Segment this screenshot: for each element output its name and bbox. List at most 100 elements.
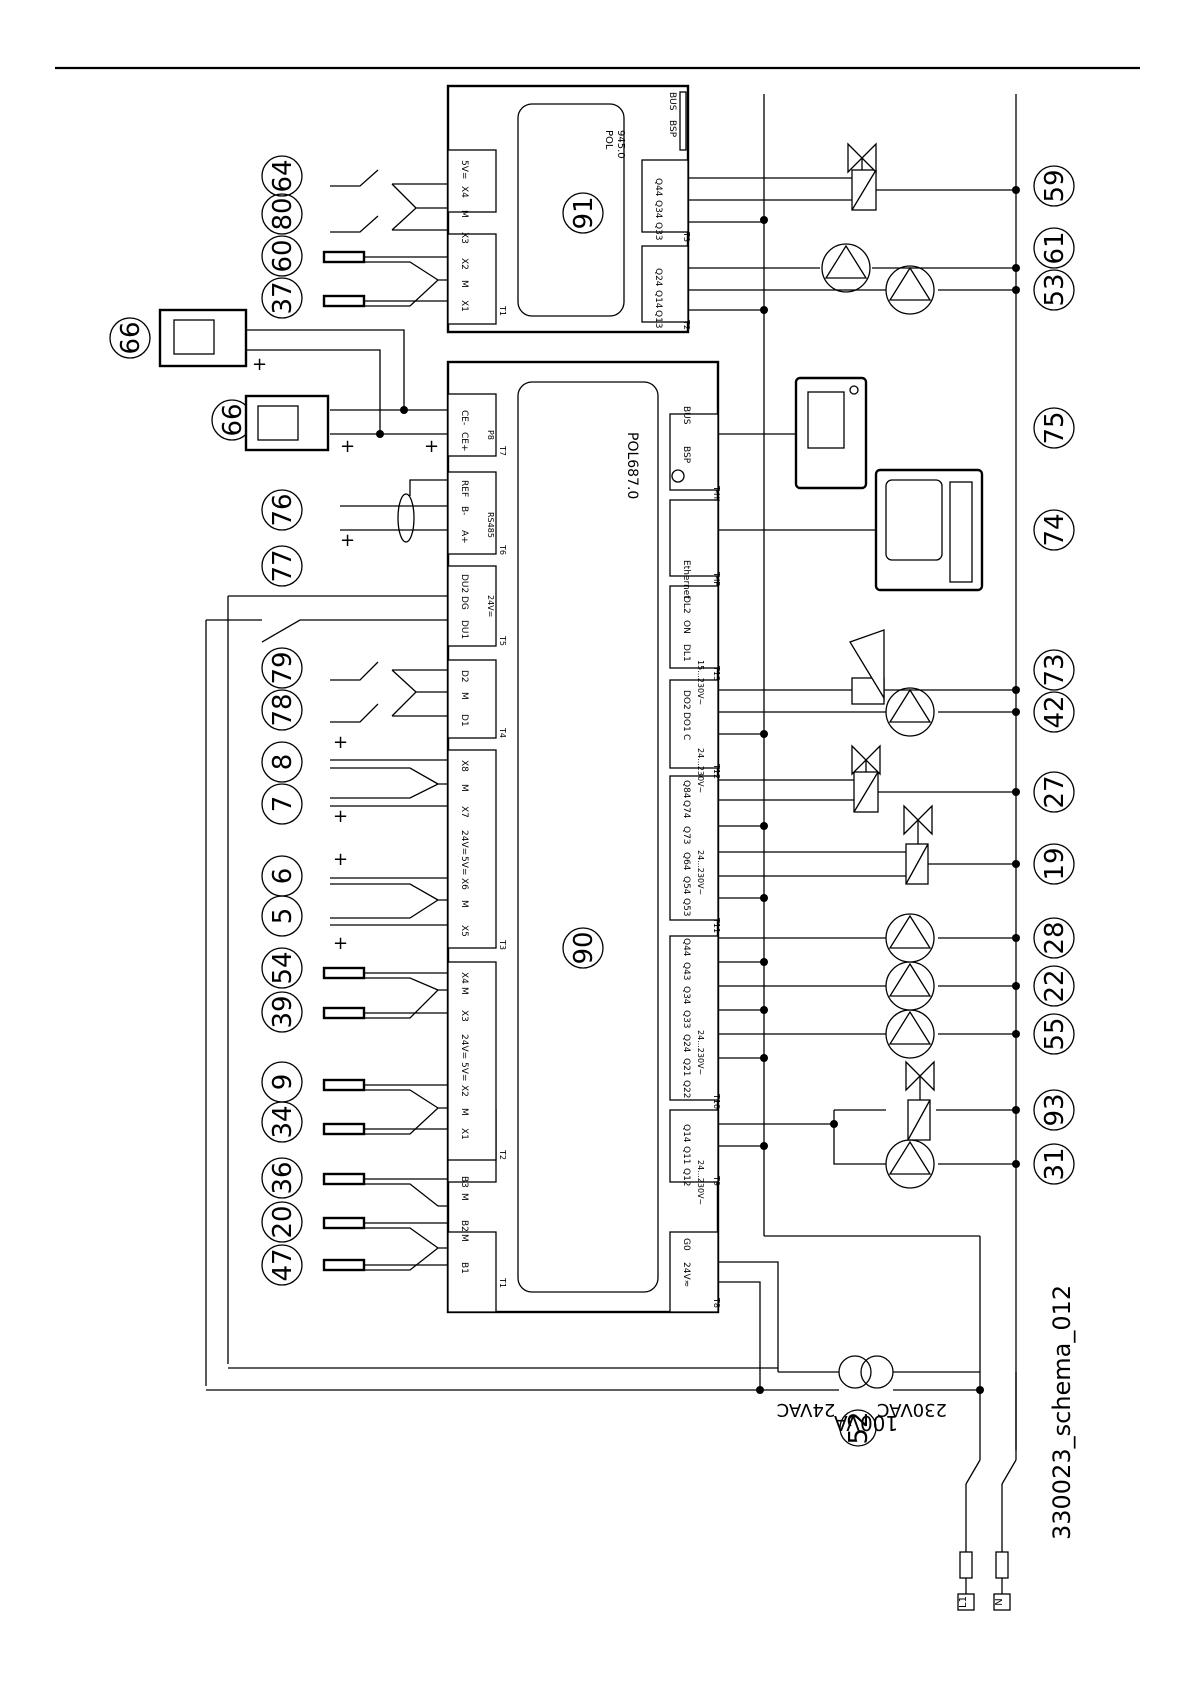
terminals-90-left: T1 B1 M B2 M B3 T2 X1 M X2 5V= 24V= X3 M… bbox=[459, 410, 507, 1288]
svg-text:CE-: CE- bbox=[459, 410, 469, 425]
transformer-rating: 100VA bbox=[834, 1411, 899, 1435]
ref-marker-right: 42 bbox=[1033, 691, 1075, 733]
svg-text:28: 28 bbox=[1040, 921, 1070, 954]
ref-marker-left: 5 bbox=[261, 895, 303, 937]
svg-text:D2: D2 bbox=[459, 670, 469, 683]
svg-text:5: 5 bbox=[268, 908, 298, 925]
ref-91: 91 bbox=[569, 196, 599, 229]
svg-text:Q33: Q33 bbox=[653, 222, 663, 241]
svg-text:DU1: DU1 bbox=[459, 620, 469, 639]
svg-text:66: 66 bbox=[218, 403, 248, 436]
svg-text:X8: X8 bbox=[459, 760, 469, 772]
pump-symbol bbox=[885, 961, 935, 1011]
svg-text:37: 37 bbox=[268, 281, 298, 314]
svg-text:19: 19 bbox=[1040, 847, 1070, 880]
pump-symbol bbox=[821, 243, 871, 293]
svg-text:DL2: DL2 bbox=[681, 596, 691, 614]
svg-text:+: + bbox=[333, 849, 348, 870]
svg-text:T3: T3 bbox=[682, 231, 691, 242]
svg-text:D1: D1 bbox=[459, 714, 469, 727]
svg-text:22: 22 bbox=[1040, 969, 1070, 1002]
ref-marker-left: 54 bbox=[261, 947, 303, 989]
svg-text:T2: T2 bbox=[682, 319, 691, 330]
svg-text:T13: T13 bbox=[712, 665, 721, 681]
ref-marker-left: 78 bbox=[261, 689, 303, 731]
svg-text:77: 77 bbox=[268, 549, 298, 582]
pump-symbol bbox=[885, 1009, 935, 1059]
svg-text:X5: X5 bbox=[459, 925, 469, 937]
svg-text:X1: X1 bbox=[459, 300, 469, 312]
svg-text:T12: T12 bbox=[712, 763, 721, 779]
svg-text:G0: G0 bbox=[681, 1238, 691, 1251]
svg-text:T2: T2 bbox=[498, 1149, 507, 1160]
svg-text:Q33: Q33 bbox=[681, 1010, 691, 1029]
svg-text:24...230V~: 24...230V~ bbox=[696, 850, 705, 895]
svg-text:9: 9 bbox=[268, 1074, 298, 1091]
ref-marker-left: 20 bbox=[261, 1201, 303, 1243]
svg-text:T11: T11 bbox=[712, 917, 721, 933]
svg-text:DG: DG bbox=[459, 596, 469, 610]
power-rails bbox=[760, 94, 1017, 1450]
svg-text:Q11: Q11 bbox=[681, 1146, 691, 1165]
svg-text:Q53: Q53 bbox=[681, 898, 691, 917]
ref-marker-left: 36 bbox=[261, 1157, 303, 1199]
pump-symbol bbox=[885, 687, 935, 737]
ref-marker-right: 74 bbox=[1033, 509, 1075, 551]
svg-text:T6: T6 bbox=[498, 544, 507, 555]
primary-label: 230VAC bbox=[877, 1399, 947, 1420]
svg-text:Q34: Q34 bbox=[681, 986, 691, 1005]
svg-text:M: M bbox=[459, 280, 469, 288]
svg-text:BSP: BSP bbox=[681, 446, 691, 464]
svg-text:42: 42 bbox=[1040, 695, 1070, 728]
svg-text:ON: ON bbox=[681, 620, 691, 634]
svg-text:93: 93 bbox=[1040, 1093, 1070, 1126]
svg-text:+: + bbox=[333, 806, 348, 827]
svg-text:REF: REF bbox=[459, 480, 469, 497]
svg-text:64: 64 bbox=[268, 159, 298, 192]
svg-text:8: 8 bbox=[268, 754, 298, 771]
svg-text:+: + bbox=[340, 530, 355, 551]
ref-marker-right: 27 bbox=[1033, 771, 1075, 813]
controller-pol687: 90 POL687.0 bbox=[446, 360, 720, 1314]
svg-text:T1: T1 bbox=[498, 305, 507, 316]
ref-marker-left: 7 bbox=[261, 783, 303, 825]
svg-text:24...230V~: 24...230V~ bbox=[696, 1160, 705, 1205]
svg-text:M: M bbox=[459, 900, 469, 908]
ref-marker-right: 93 bbox=[1033, 1089, 1075, 1131]
svg-text:X4: X4 bbox=[459, 972, 469, 984]
svg-text:61: 61 bbox=[1040, 231, 1070, 264]
svg-text:47: 47 bbox=[268, 1248, 298, 1281]
svg-text:X1: X1 bbox=[459, 1128, 469, 1140]
svg-text:66: 66 bbox=[116, 321, 146, 354]
svg-text:Q84: Q84 bbox=[681, 780, 691, 799]
pump-symbol bbox=[885, 1139, 935, 1189]
svg-text:Ethernet: Ethernet bbox=[681, 560, 691, 599]
svg-text:55: 55 bbox=[1040, 1017, 1070, 1050]
svg-text:78: 78 bbox=[268, 693, 298, 726]
ref-marker-left: 60 bbox=[261, 235, 303, 277]
svg-text:24V=: 24V= bbox=[459, 830, 469, 855]
svg-text:T5: T5 bbox=[498, 635, 507, 646]
ref-marker-right: 55 bbox=[1033, 1013, 1075, 1055]
svg-text:+: + bbox=[333, 933, 348, 954]
svg-text:Q12: Q12 bbox=[681, 1168, 691, 1187]
svg-text:53: 53 bbox=[1040, 273, 1070, 306]
svg-text:T1: T1 bbox=[498, 1277, 507, 1288]
ref-marker-left: 66 bbox=[211, 399, 253, 441]
svg-text:34: 34 bbox=[268, 1105, 298, 1138]
svg-text:Q64: Q64 bbox=[681, 852, 691, 871]
svg-text:Q24: Q24 bbox=[653, 268, 663, 287]
svg-text:C: C bbox=[681, 734, 691, 740]
svg-text:24V=: 24V= bbox=[459, 1034, 469, 1059]
svg-text:Q34: Q34 bbox=[653, 200, 663, 219]
ref-marker-right: 61 bbox=[1033, 227, 1075, 269]
svg-text:Q44: Q44 bbox=[681, 938, 691, 957]
svg-text:24...230V~: 24...230V~ bbox=[696, 748, 705, 793]
ref-marker-left: 9 bbox=[261, 1061, 303, 1103]
svg-text:59: 59 bbox=[1040, 169, 1070, 202]
svg-text:24V≂: 24V≂ bbox=[681, 1262, 691, 1287]
ref-marker-left: 39 bbox=[261, 991, 303, 1033]
svg-text:M: M bbox=[459, 692, 469, 700]
